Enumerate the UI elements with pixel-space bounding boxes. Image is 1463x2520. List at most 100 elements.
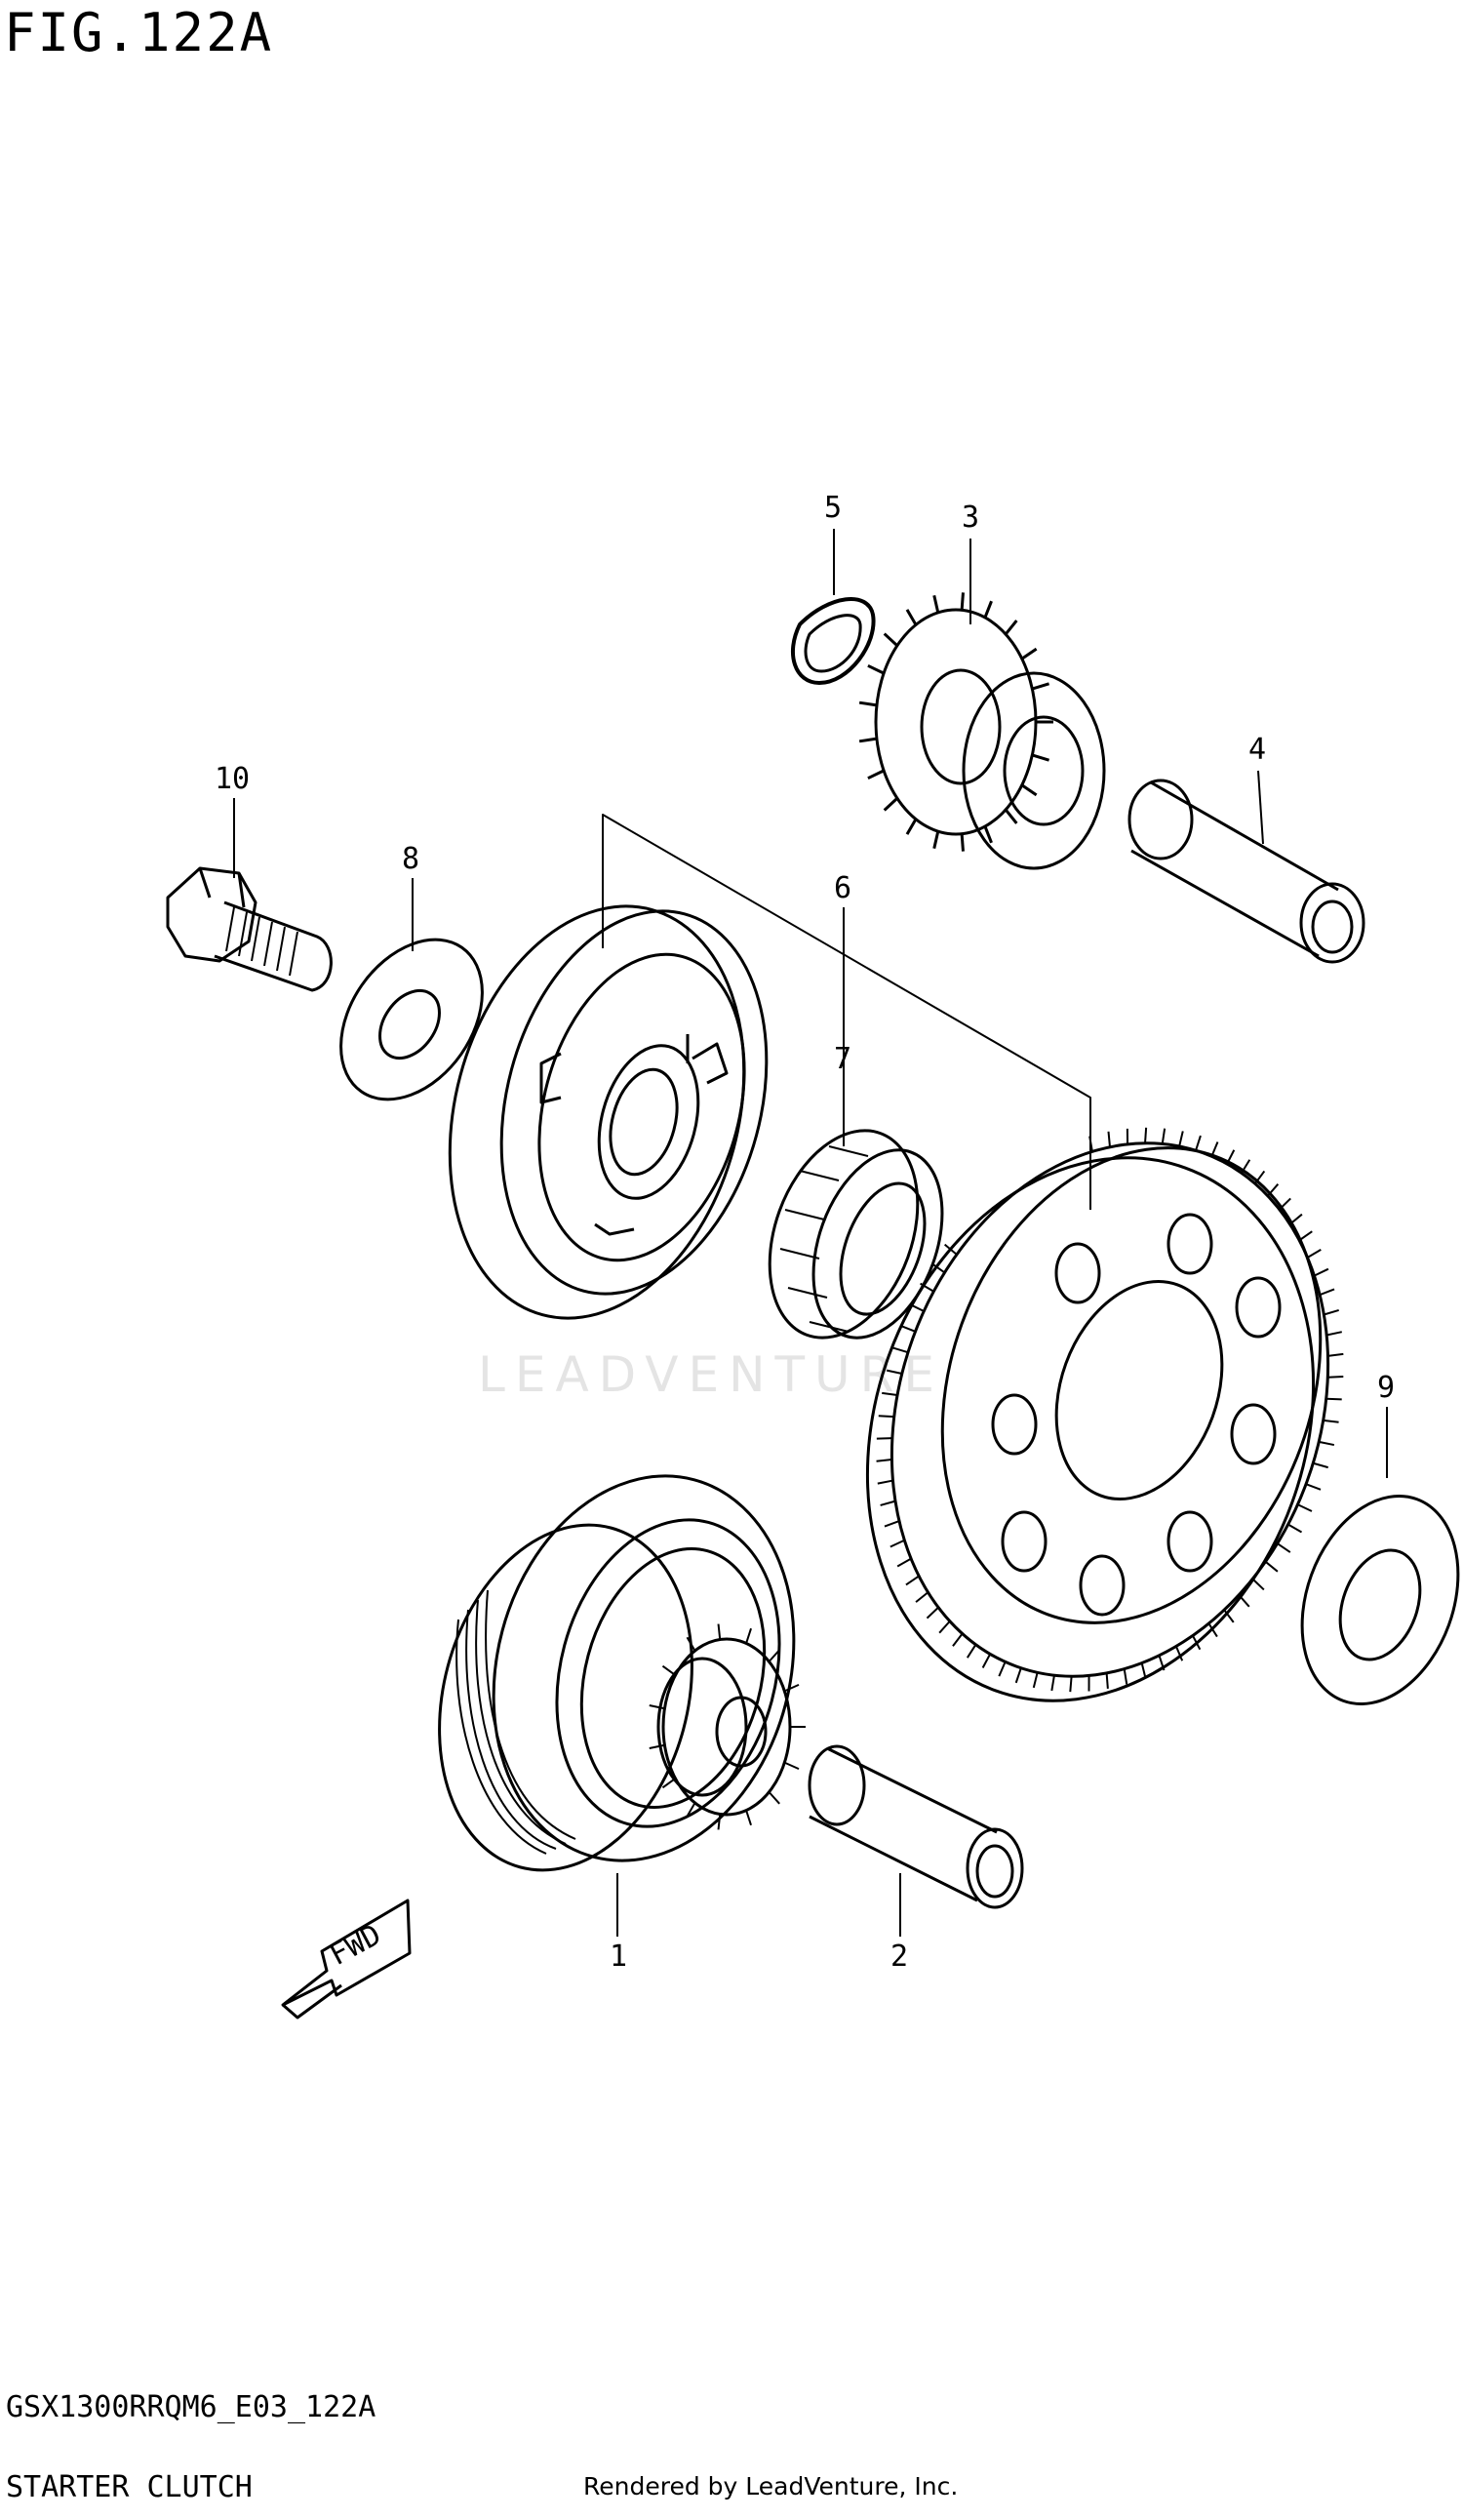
gear-tooth	[745, 1627, 752, 1644]
gear-tooth	[983, 600, 993, 619]
gear-tooth	[981, 1653, 992, 1668]
leader-lines	[233, 529, 1388, 1937]
gear-tooth	[890, 1539, 905, 1548]
part-5-clip	[790, 597, 876, 685]
gear-tooth	[1325, 1397, 1342, 1401]
model-code: GSX1300RRQM6_E03_122A	[6, 2390, 376, 2424]
gear-tooth	[1123, 1668, 1128, 1685]
gear-tooth	[884, 1520, 900, 1528]
gear-tooth	[896, 1557, 912, 1568]
gear-tooth	[867, 769, 885, 780]
gear-tooth	[1288, 1213, 1303, 1225]
part-1-starter-clutch-gear	[438, 1474, 806, 1872]
gear-tooth	[944, 1243, 958, 1256]
gear-tooth	[905, 1575, 920, 1586]
callout-3: 3	[962, 500, 979, 535]
callout-6: 6	[834, 871, 851, 905]
gear-tooth	[878, 1415, 894, 1419]
gear-tooth	[920, 1282, 934, 1293]
gear-tooth	[938, 1620, 951, 1634]
gear-tooth	[1319, 1288, 1335, 1297]
part-2-shaft	[808, 1744, 1024, 1909]
gear-tooth	[1251, 1578, 1265, 1591]
gear-tooth	[960, 833, 965, 852]
gear-tooth	[983, 825, 993, 844]
gear-tooth	[1105, 1672, 1109, 1689]
gear-tooth	[930, 1262, 946, 1274]
gear-tooth	[1305, 1483, 1322, 1491]
part-9-washer	[1300, 1494, 1460, 1706]
gear-tooth	[1327, 1352, 1344, 1357]
gear-tooth	[1223, 1609, 1235, 1623]
gear-tooth	[1318, 1440, 1335, 1447]
gear-tooth	[661, 1664, 677, 1676]
gear-tooth	[880, 1500, 896, 1506]
part-8-washer	[339, 938, 484, 1101]
part-3-idler-gear	[858, 592, 1106, 870]
gear-tooth	[886, 1369, 903, 1375]
gear-tooth	[686, 1636, 696, 1652]
gear-tooth	[1323, 1419, 1339, 1423]
gear-tooth	[1158, 1655, 1166, 1671]
gear-tooth	[909, 1303, 925, 1312]
gear-tooth	[892, 1346, 909, 1354]
gear-tooth	[932, 595, 940, 614]
part-group-name: STARTER CLUTCH	[6, 2470, 253, 2504]
gear-tooth	[1207, 1622, 1218, 1638]
gear-tooth	[1298, 1230, 1313, 1242]
gear-tooth	[1088, 1136, 1093, 1152]
gear-tooth	[905, 818, 918, 835]
gear-tooth	[1307, 1249, 1322, 1259]
gear-tooth	[882, 1391, 898, 1396]
part-6-bracket	[602, 814, 1091, 1210]
gear-tooth	[1287, 1523, 1303, 1534]
gear-tooth	[1226, 1149, 1236, 1165]
gear-tooth	[858, 737, 878, 743]
gear-tooth	[1279, 1197, 1291, 1211]
fwd-arrow	[281, 1899, 412, 2020]
gear-tooth	[883, 632, 898, 647]
leadventure-watermark: LEADVENTURE	[478, 1346, 944, 1403]
gear-tooth	[1297, 1503, 1313, 1512]
gear-tooth	[686, 1802, 696, 1818]
gear-tooth	[1195, 1135, 1202, 1151]
gear-tooth	[661, 1778, 677, 1789]
gear-tooth	[952, 1632, 964, 1647]
gear-tooth	[1004, 808, 1018, 824]
gear-tooth	[1324, 1308, 1339, 1316]
gear-tooth	[877, 1479, 893, 1485]
gear-tooth	[1020, 647, 1038, 660]
gear-tooth	[1031, 753, 1049, 762]
gear-tooth	[1107, 1131, 1111, 1147]
gear-tooth	[960, 592, 965, 611]
part-6-clutch-body	[448, 904, 769, 1320]
gear-tooth	[783, 1761, 800, 1771]
gear-tooth	[1032, 1672, 1039, 1689]
gear-tooth	[1238, 1594, 1250, 1608]
gear-tooth	[717, 1623, 722, 1640]
gear-tooth	[883, 797, 898, 812]
gear-tooth	[1210, 1141, 1219, 1157]
gear-tooth	[1277, 1542, 1291, 1553]
gear-tooth	[717, 1814, 722, 1830]
gear-tooth	[1254, 1170, 1266, 1184]
gear-tooth	[783, 1683, 800, 1693]
gear-tooth	[1031, 682, 1049, 691]
gear-tooth	[649, 1703, 665, 1710]
starter-driven-gear	[865, 1127, 1344, 1702]
gear-tooth	[649, 1743, 665, 1750]
rendered-by-credit: Rendered by LeadVenture, Inc.	[583, 2472, 959, 2500]
gear-tooth	[867, 663, 885, 675]
callout-8: 8	[402, 842, 419, 876]
gear-tooth	[1161, 1128, 1166, 1144]
gear-tooth	[1264, 1560, 1279, 1573]
gear-tooth	[1014, 1667, 1022, 1684]
gear-tooth	[966, 1644, 977, 1659]
gear-tooth	[1140, 1662, 1147, 1679]
gear-tooth	[1178, 1131, 1184, 1147]
part-7-needle-bearing	[768, 1129, 944, 1340]
gear-tooth	[1327, 1376, 1344, 1379]
gear-tooth	[998, 1660, 1007, 1677]
part-10-bolt	[166, 866, 333, 992]
